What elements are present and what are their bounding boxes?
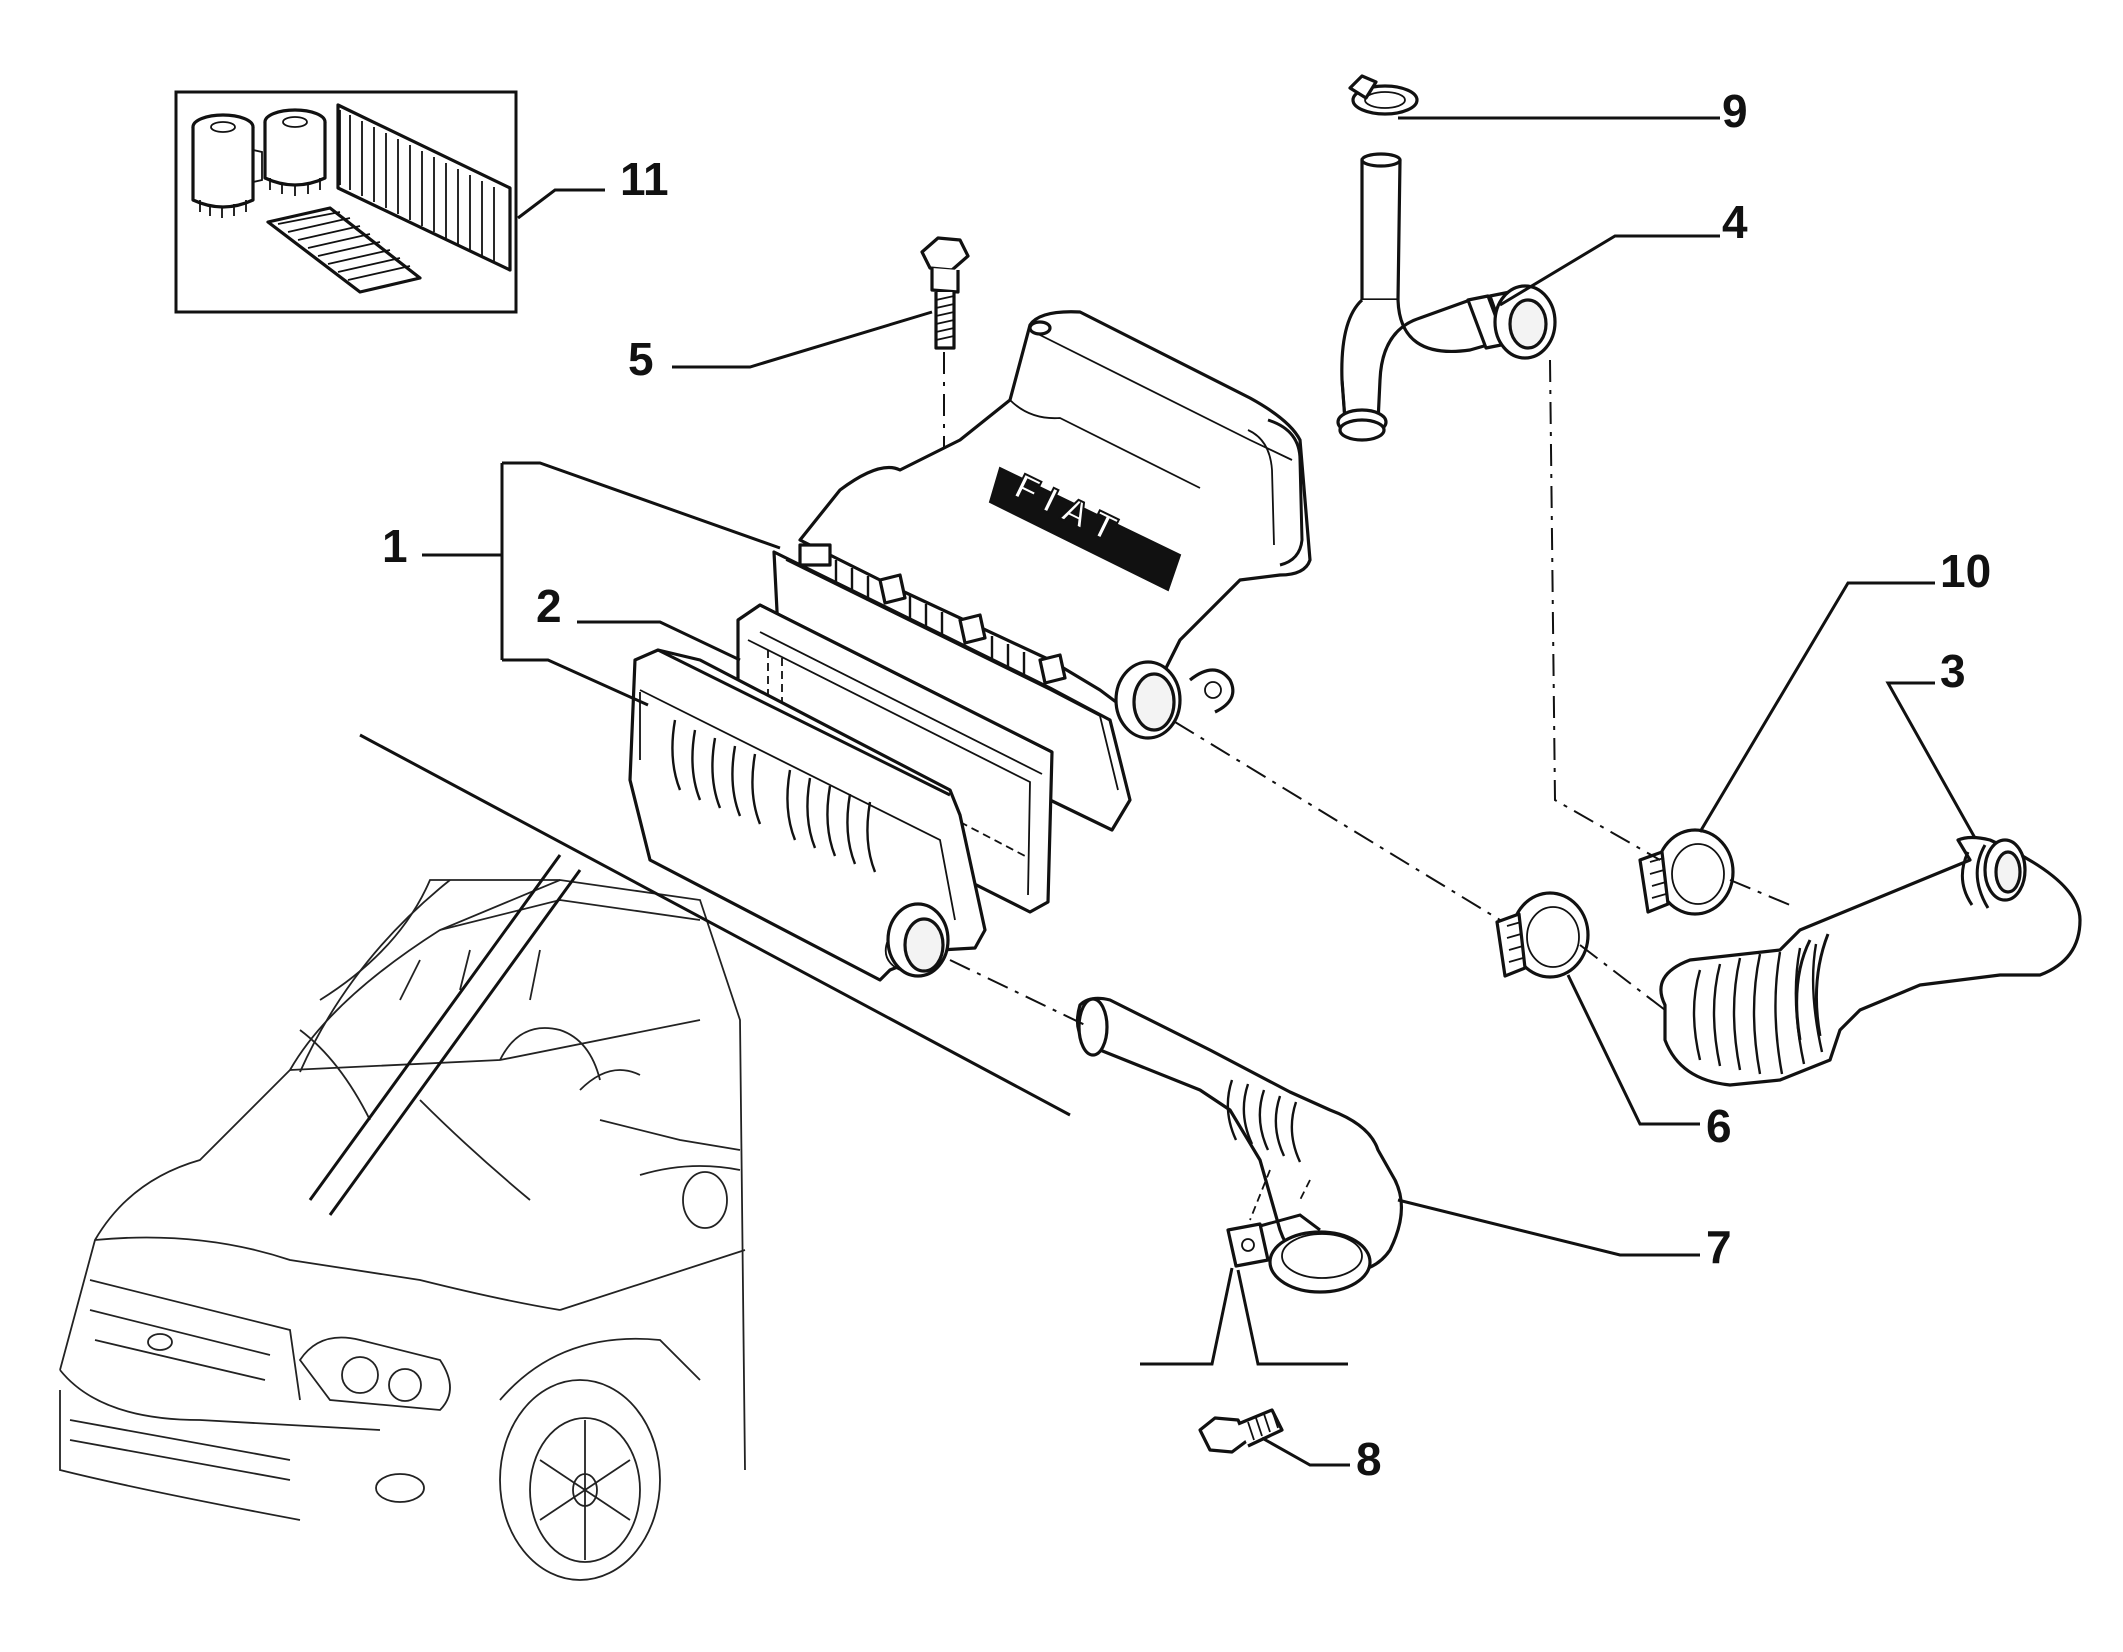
- car-pointer-line: [359, 733, 1071, 1117]
- small-clamp-9: [1348, 74, 1419, 116]
- bolt-5: [920, 236, 970, 470]
- filter-kit-inset: [174, 90, 518, 314]
- oil-filter-icon: [263, 108, 327, 196]
- intake-hose-3: [1659, 835, 2082, 1087]
- callout-4-label: 4: [1722, 196, 1748, 248]
- callout-3-label: 3: [1940, 645, 1966, 697]
- callout-8-label: 8: [1356, 1433, 1382, 1485]
- callout-6-label: 6: [1706, 1100, 1732, 1152]
- hose-clamp-6: [1495, 891, 1590, 979]
- oil-filter-icon: [191, 113, 263, 218]
- breather-pipe-4: [1336, 152, 1557, 442]
- callout-2-label: 2: [536, 580, 562, 632]
- hex-bolt-8: [1198, 1408, 1284, 1454]
- car-pointer-line: [328, 869, 582, 1216]
- filter-box-lower: [628, 648, 987, 982]
- assembly-centerlines: [949, 359, 1791, 1026]
- air-intake-duct-7: [1075, 996, 1404, 1294]
- callout-10-label: 10: [1940, 545, 1991, 597]
- callout-11-label: 11: [620, 153, 669, 205]
- callout-labels: 11 9 4 5 1 2 10 3 6 7 8: [382, 85, 1991, 1485]
- panel-filter-icon: [336, 103, 512, 272]
- car-outline: [59, 879, 746, 1581]
- callout-7-label: 7: [1706, 1221, 1732, 1273]
- hose-clamp-10: [1638, 828, 1735, 916]
- callout-5-label: 5: [628, 333, 654, 385]
- car-pointer-line: [308, 854, 562, 1201]
- callout-1-label: 1: [382, 520, 408, 572]
- cabin-filter-icon: [266, 206, 422, 294]
- callout-leaders: [422, 116, 1977, 1467]
- callout-9-label: 9: [1722, 85, 1748, 137]
